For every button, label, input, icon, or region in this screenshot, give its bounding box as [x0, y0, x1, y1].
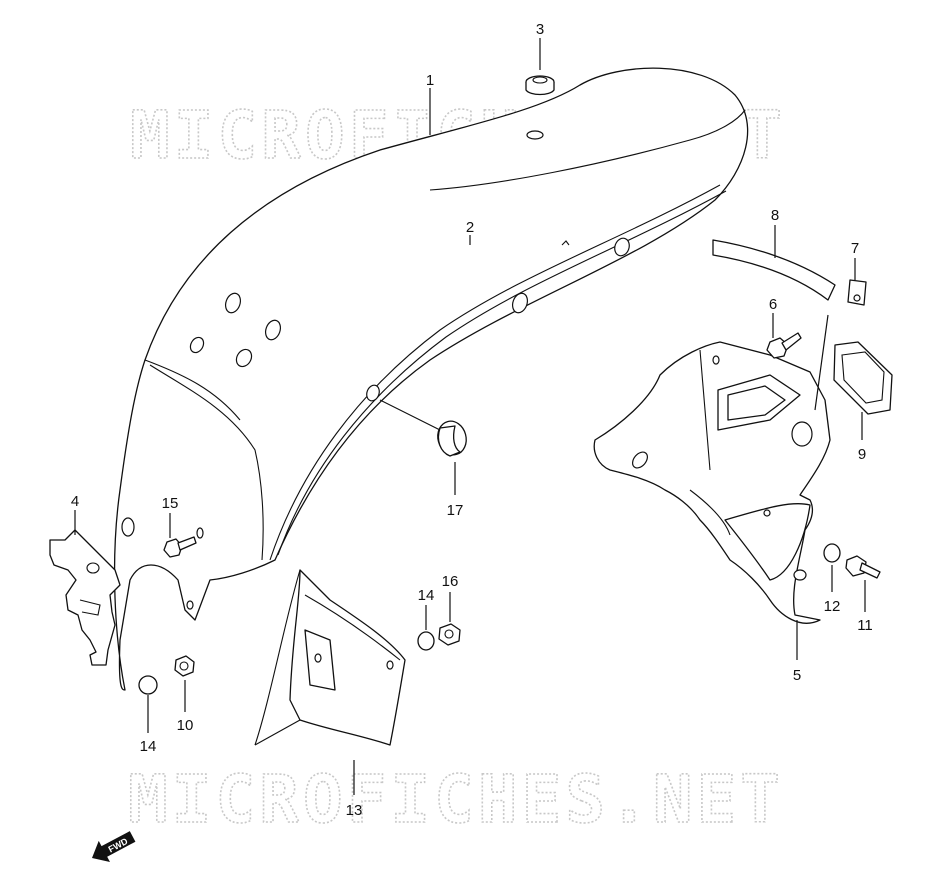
callout-12: 12 [824, 598, 841, 615]
part-washer-14-right[interactable] [417, 631, 435, 651]
part-bolt-6[interactable] [766, 332, 802, 359]
callout-17: 17 [447, 502, 464, 519]
callout-10: 10 [177, 717, 194, 734]
part-bolt-15[interactable] [163, 536, 197, 558]
part-bracket-5[interactable] [593, 341, 831, 624]
callouts: 1 2 3 4 5 6 7 8 9 10 11 12 13 14 14 15 1… [71, 21, 873, 819]
callout-15: 15 [162, 495, 179, 512]
callout-14-left: 14 [140, 738, 157, 755]
leader-lines [74, 38, 866, 795]
part-washer-14-left[interactable] [138, 675, 158, 695]
part-reflector[interactable] [833, 341, 893, 415]
part-nut-10[interactable] [174, 655, 195, 677]
part-bracket-left[interactable] [49, 529, 121, 666]
callout-9: 9 [858, 446, 866, 463]
part-grommet-top[interactable] [525, 75, 555, 96]
callout-4: 4 [71, 493, 79, 510]
part-rear-fender[interactable] [113, 67, 749, 691]
part-mud-flap[interactable] [254, 569, 406, 746]
part-clip[interactable] [847, 279, 867, 306]
part-grommet-17[interactable] [434, 418, 470, 458]
callout-6: 6 [769, 296, 777, 313]
callout-16: 16 [442, 573, 459, 590]
watermark-bottom: MICROFICHES.NET [128, 761, 784, 838]
callout-3: 3 [536, 21, 544, 38]
part-strip[interactable] [712, 239, 836, 301]
callout-14-right: 14 [418, 587, 435, 604]
callout-13: 13 [346, 802, 363, 819]
callout-8: 8 [771, 207, 779, 224]
callout-7: 7 [851, 240, 859, 257]
callout-2: 2 [466, 219, 474, 236]
part-washer-12[interactable] [823, 543, 841, 563]
part-bolt-11[interactable] [845, 555, 881, 579]
callout-11: 11 [857, 617, 873, 634]
part-nut-16[interactable] [438, 623, 461, 646]
callout-1: 1 [426, 72, 434, 89]
callout-5: 5 [793, 667, 801, 684]
